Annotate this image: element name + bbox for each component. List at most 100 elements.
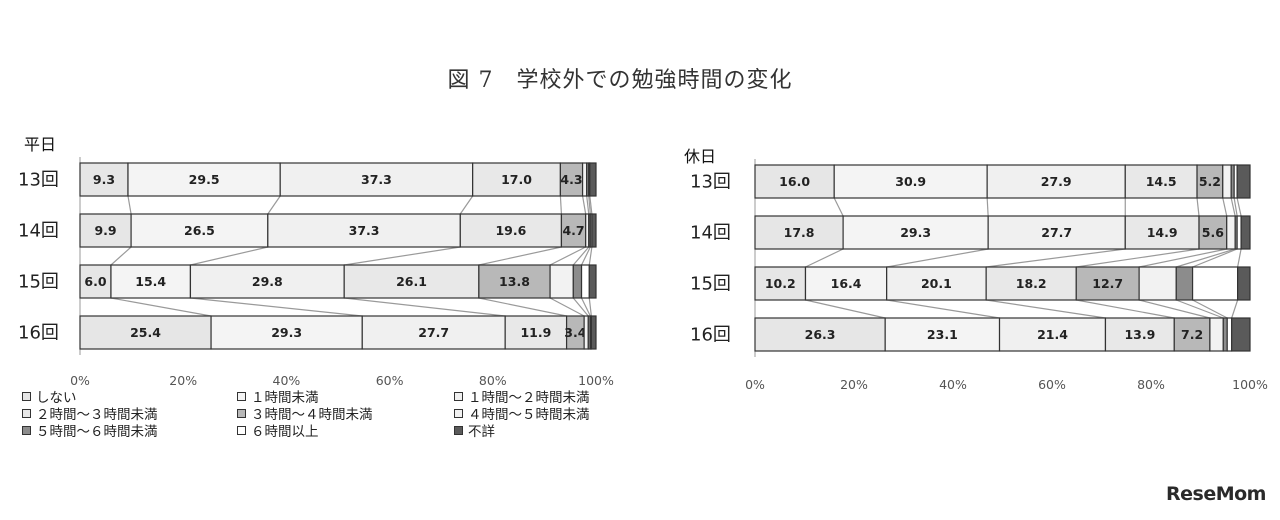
weekday-bar-segment (343, 264, 480, 299)
weekday-panel-label: 平日 (24, 135, 56, 154)
holiday-panel-label: 休日 (684, 147, 716, 166)
weekday-data-label: 9.3 (93, 172, 115, 187)
legend-swatch (22, 408, 31, 418)
weekday-data-label: 4.7 (562, 223, 584, 238)
watermark-logo: ReseMom (1166, 483, 1266, 505)
weekday-data-label: 26.5 (184, 223, 215, 238)
holiday-connector (805, 299, 886, 319)
legend-item: しない (22, 386, 77, 406)
legend-swatch (22, 425, 31, 435)
holiday-bar-segment (842, 215, 989, 250)
weekday-connector (478, 297, 567, 317)
weekday-bar-segment (210, 315, 363, 350)
weekday-connector (586, 195, 590, 215)
holiday-data-label: 5.2 (1199, 174, 1221, 189)
holiday-connector (986, 248, 1126, 268)
holiday-connector (886, 248, 989, 268)
holiday-connector (1176, 299, 1224, 319)
weekday-connector (478, 246, 562, 266)
legend-swatch (454, 425, 463, 435)
weekday-bar-segment (110, 264, 192, 299)
weekday-bar-segment (472, 162, 561, 197)
weekday-bar-segment (478, 264, 551, 299)
legend-label: ５時間～６時間未満 (36, 424, 158, 440)
weekday-tick-label: 80% (479, 373, 507, 388)
weekday-connector (559, 195, 563, 215)
holiday-connector (1076, 299, 1175, 319)
holiday-bar-segment (804, 266, 888, 301)
weekday-bar-segment (588, 264, 597, 299)
weekday-data-label: 26.1 (396, 274, 427, 289)
holiday-bar-segment (1226, 215, 1236, 250)
weekday-connector (344, 246, 461, 266)
holiday-data-label: 20.1 (921, 276, 952, 291)
weekday-connector (581, 297, 591, 317)
legend-item: ３時間～４時間未満 (237, 403, 373, 423)
weekday-connector (127, 195, 132, 215)
holiday-bar-segment (1191, 266, 1239, 301)
holiday-bar-segment (1104, 317, 1175, 352)
holiday-bar-segment (1075, 266, 1140, 301)
holiday-tick-label: 40% (939, 377, 967, 392)
weekday-connector (549, 246, 586, 266)
holiday-connector (1076, 248, 1200, 268)
weekday-connector (588, 246, 593, 266)
holiday-data-label: 26.3 (805, 327, 836, 342)
holiday-bar-segment (1236, 164, 1251, 199)
holiday-bar-segment (1231, 317, 1251, 352)
holiday-tick-label: 20% (840, 377, 868, 392)
weekday-bar-segment (560, 213, 587, 248)
weekday-connector (581, 195, 587, 215)
legend-item: ２時間～３時間未満 (22, 403, 158, 423)
weekday-connector (190, 246, 268, 266)
weekday-data-label: 4.3 (560, 172, 582, 187)
weekday-bar-segment (504, 315, 568, 350)
legend-swatch (237, 425, 246, 435)
weekday-data-label: 15.4 (135, 274, 166, 289)
holiday-bar-segment (754, 215, 844, 250)
legend-swatch (22, 391, 31, 401)
holiday-bar-segment (1124, 215, 1200, 250)
legend-swatch (454, 408, 463, 418)
weekday-data-label: 29.8 (252, 274, 283, 289)
weekday-connector (344, 297, 506, 317)
holiday-connector (833, 197, 844, 217)
holiday-bar-segment (985, 266, 1077, 301)
holiday-data-label: 18.2 (1016, 276, 1047, 291)
legend-item: ５時間～６時間未満 (22, 420, 158, 440)
legend-swatch (237, 391, 246, 401)
weekday-connector (190, 297, 363, 317)
holiday-bar-segment (1124, 164, 1198, 199)
holiday-data-label: 12.7 (1092, 276, 1123, 291)
legend-label: ４時間～５時間未満 (468, 407, 590, 423)
weekday-connector (588, 195, 591, 215)
holiday-connector (1230, 197, 1236, 217)
holiday-data-label: 13.9 (1124, 327, 1155, 342)
weekday-tick-label: 0% (70, 373, 90, 388)
weekday-row-label: 13回 (18, 170, 59, 191)
holiday-bar-segment (1209, 317, 1224, 352)
holiday-bar-segment (1175, 266, 1194, 301)
holiday-connector (1222, 197, 1228, 217)
legend-item: 不詳 (454, 420, 495, 440)
weekday-bar-segment (589, 162, 597, 197)
legend-label: １時間～２時間未満 (468, 390, 590, 406)
weekday-connector (589, 195, 593, 215)
weekday-tick-label: 40% (273, 373, 301, 388)
weekday-tick-label: 20% (169, 373, 197, 388)
holiday-data-label: 10.2 (765, 276, 796, 291)
weekday-data-label: 37.3 (349, 223, 380, 238)
holiday-data-label: 27.9 (1041, 174, 1072, 189)
holiday-row-label: 16回 (690, 325, 731, 346)
weekday-bar-segment (189, 264, 345, 299)
legend-item: １時間未満 (237, 386, 319, 406)
legend-item: ６時間以上 (237, 420, 319, 440)
weekday-bar-segment (267, 213, 461, 248)
holiday-connector (1138, 248, 1227, 268)
holiday-tick-label: 80% (1137, 377, 1165, 392)
weekday-bar-segment (590, 315, 597, 350)
holiday-bar-segment (1198, 215, 1228, 250)
holiday-data-label: 27.7 (1041, 225, 1072, 240)
legend-label: ３時間～４時間未満 (251, 407, 373, 423)
weekday-data-label: 9.9 (94, 223, 116, 238)
